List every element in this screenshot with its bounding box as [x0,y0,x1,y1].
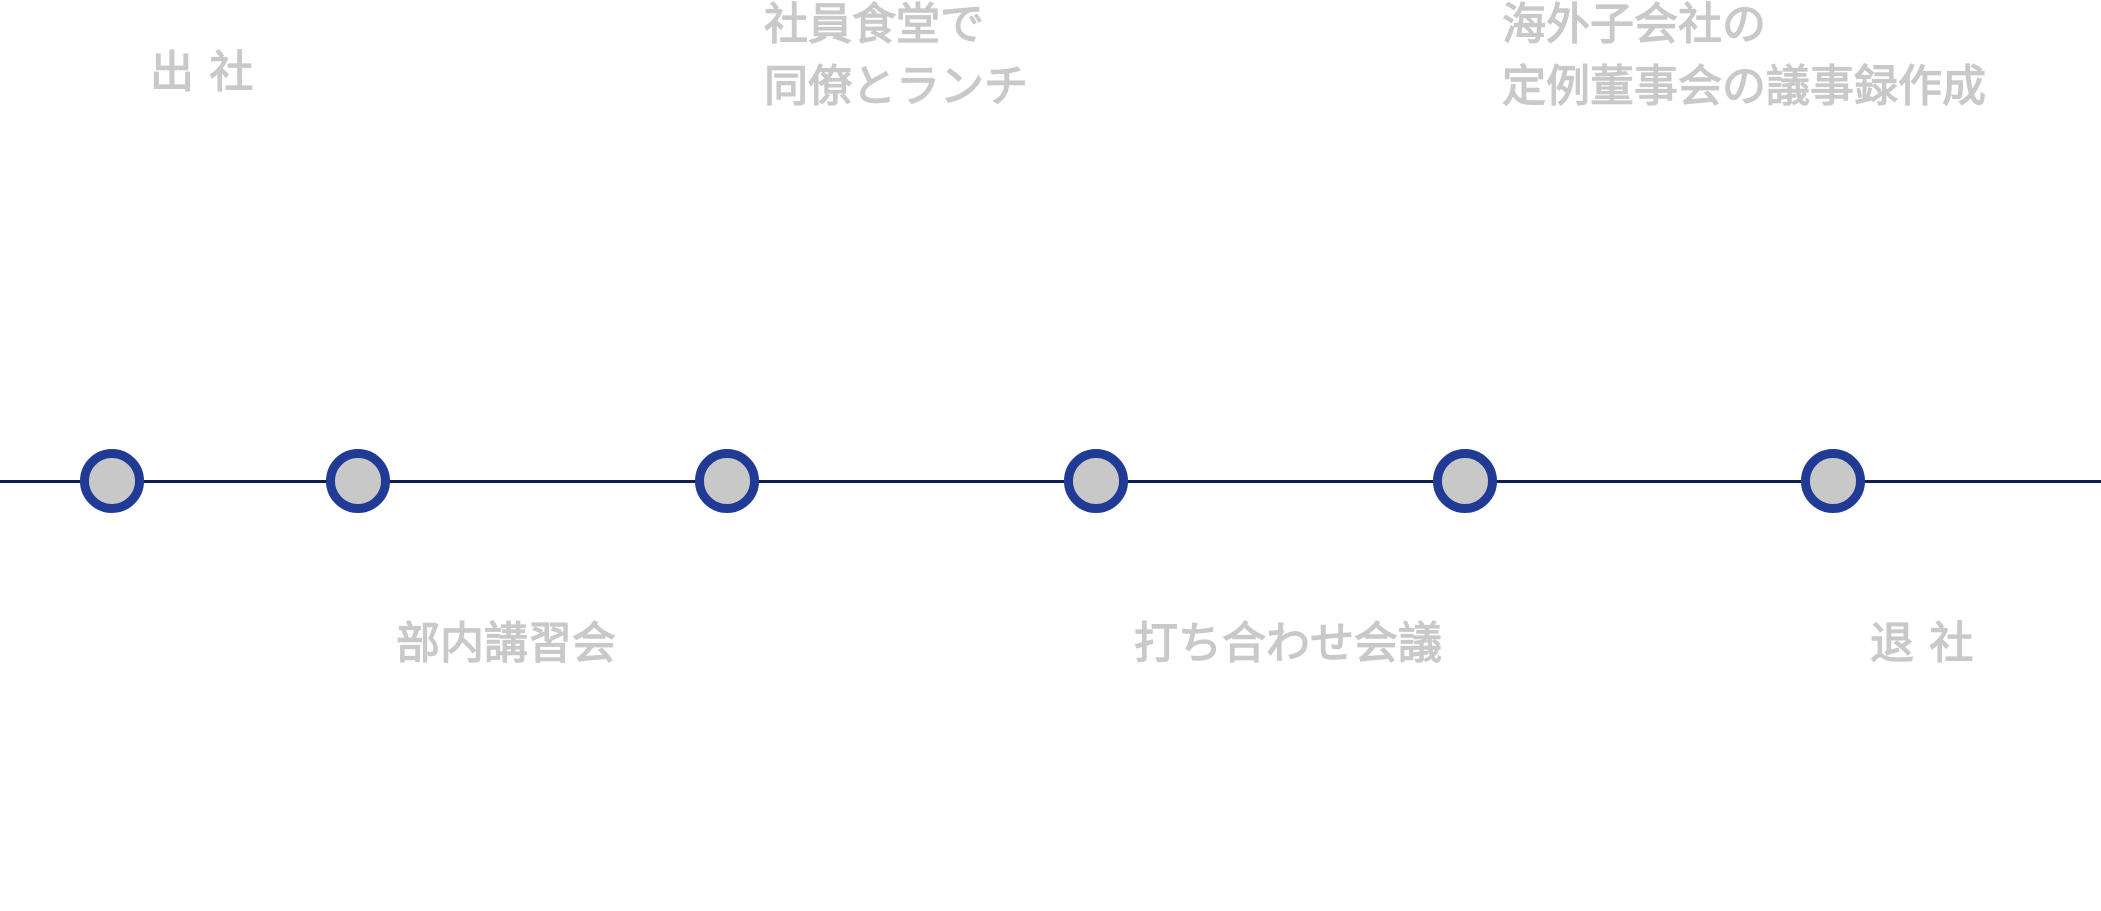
event-label-4: 打ち合わせ会議 [1134,618,1442,669]
timeline-node-4 [1064,449,1128,513]
event-label-2: 部内講習会 [396,618,616,669]
timeline-node-3 [695,449,759,513]
event-label-3: 社員食堂で 同僚とランチ [764,0,1028,112]
timeline-node-1 [80,449,144,513]
timeline-node-5 [1433,449,1497,513]
event-label-5: 海外子会社の 定例董事会の議事録作成 [1502,0,1986,112]
timeline-node-2 [326,449,390,513]
timeline-node-6 [1801,449,1865,513]
event-label-1: 出 社 [150,47,254,98]
timeline-line [0,480,2101,483]
event-label-6: 退 社 [1870,618,1974,669]
